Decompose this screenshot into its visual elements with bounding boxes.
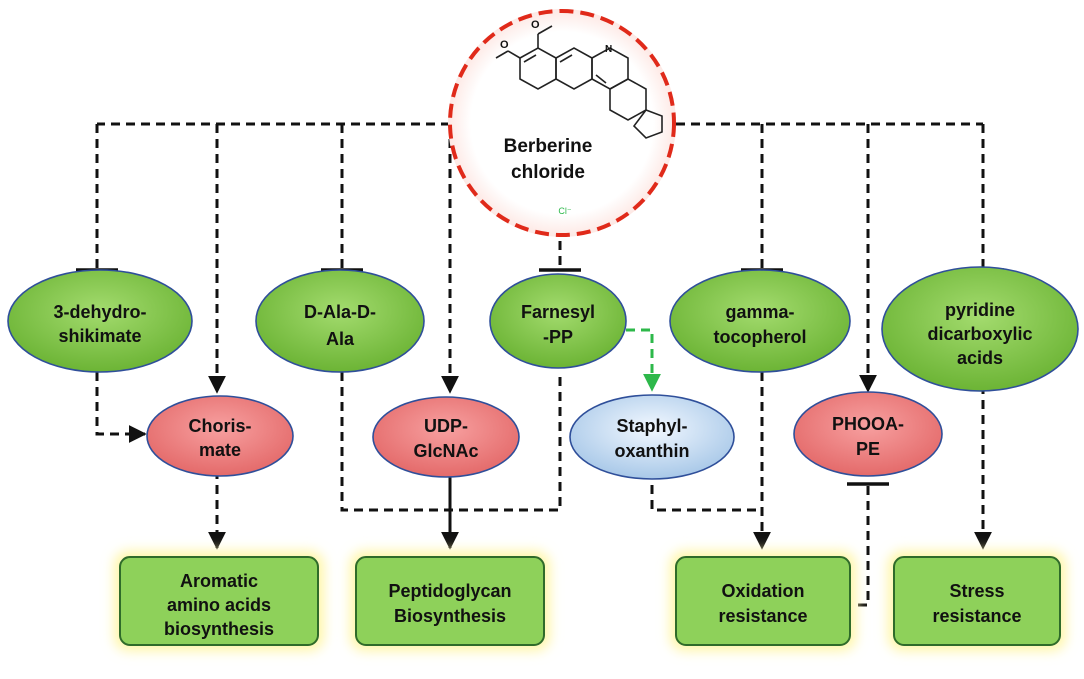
process-aromatic-line2: amino acids <box>167 595 271 615</box>
node-phooa-pe-line2: PE <box>856 439 880 459</box>
node-udp-glcnac-line1: UDP- <box>424 416 468 436</box>
node-chorismate: Choris- mate <box>146 395 294 477</box>
node-phooa-pe: PHOOA- PE <box>793 391 943 477</box>
compound-ring <box>448 9 676 237</box>
node-pyridine-line3: acids <box>957 348 1003 368</box>
node-dehydroshikimate: 3-dehydro- shikimate <box>7 269 193 373</box>
berberine-nitrogen: N <box>605 44 612 55</box>
node-pyridine-line1: pyridine <box>945 300 1015 320</box>
node-d-ala-d-ala: D-Ala-D- Ala <box>255 269 425 373</box>
edge-dehydroshikimate-chorismate <box>95 372 147 443</box>
node-udp-glcnac: UDP- GlcNAc <box>372 396 520 478</box>
process-oxidation: Oxidation resistance <box>670 551 856 651</box>
process-peptidoglycan: Peptidoglycan Biosynthesis <box>350 551 550 651</box>
node-pyridine-line2: dicarboxylic <box>927 324 1032 344</box>
node-pyridine-dicarboxylic-acids: pyridine dicarboxylic acids <box>881 266 1079 392</box>
edge-staphyloxanthin-oxidation <box>650 470 762 512</box>
process-peptidoglycan-line1: Peptidoglycan <box>388 581 511 601</box>
compound-node: O O N Berberine chloride Cl⁻ <box>448 9 676 237</box>
edge-phooa-oxidation <box>853 486 870 607</box>
node-gamma-tocopherol: gamma- tocopherol <box>669 269 851 373</box>
compound-halo <box>448 9 676 237</box>
edge-farnesyl-staphyloxanthin <box>626 328 661 392</box>
node-farnesyl-pp: Farnesyl -PP <box>489 273 627 369</box>
compound-label-line1: Berberine <box>504 136 593 157</box>
process-stress: Stress resistance <box>888 551 1066 651</box>
node-dehydroshikimate-line2: shikimate <box>58 326 141 346</box>
node-chorismate-line1: Choris- <box>189 416 252 436</box>
node-staphyloxanthin-line2: oxanthin <box>615 441 690 461</box>
berberine-structure-icon <box>495 25 663 139</box>
node-gamma-tocopherol-line1: gamma- <box>725 302 794 322</box>
process-aromatic-line3: biosynthesis <box>164 619 274 639</box>
node-staphyloxanthin-line1: Staphyl- <box>616 416 687 436</box>
node-phooa-pe-line1: PHOOA- <box>832 414 904 434</box>
process-aromatic-line1: Aromatic <box>180 571 258 591</box>
process-oxidation-line2: resistance <box>718 606 807 626</box>
process-peptidoglycan-line2: Biosynthesis <box>394 606 506 626</box>
node-farnesyl-pp-line2: -PP <box>543 327 573 347</box>
process-stress-line1: Stress <box>949 581 1004 601</box>
compound-label-line2: chloride <box>511 162 585 183</box>
process-oxidation-line1: Oxidation <box>721 581 804 601</box>
node-dehydroshikimate-line1: 3-dehydro- <box>53 302 146 322</box>
node-udp-glcnac-line2: GlcNAc <box>413 441 478 461</box>
berberine-methoxy-o2: O <box>500 39 509 51</box>
berberine-methoxy-o1: O <box>531 19 540 31</box>
process-stress-line2: resistance <box>932 606 1021 626</box>
node-staphyloxanthin: Staphyl- oxanthin <box>569 394 735 480</box>
process-aromatic: Aromatic amino acids biosynthesis <box>114 551 324 651</box>
node-chorismate-line2: mate <box>199 440 241 460</box>
node-gamma-tocopherol-line2: tocopherol <box>714 327 807 347</box>
node-d-ala-d-ala-line1: D-Ala-D- <box>304 302 376 322</box>
node-d-ala-d-ala-line2: Ala <box>326 329 355 349</box>
node-farnesyl-pp-line1: Farnesyl <box>521 302 595 322</box>
compound-counter-ion: Cl⁻ <box>558 206 571 216</box>
